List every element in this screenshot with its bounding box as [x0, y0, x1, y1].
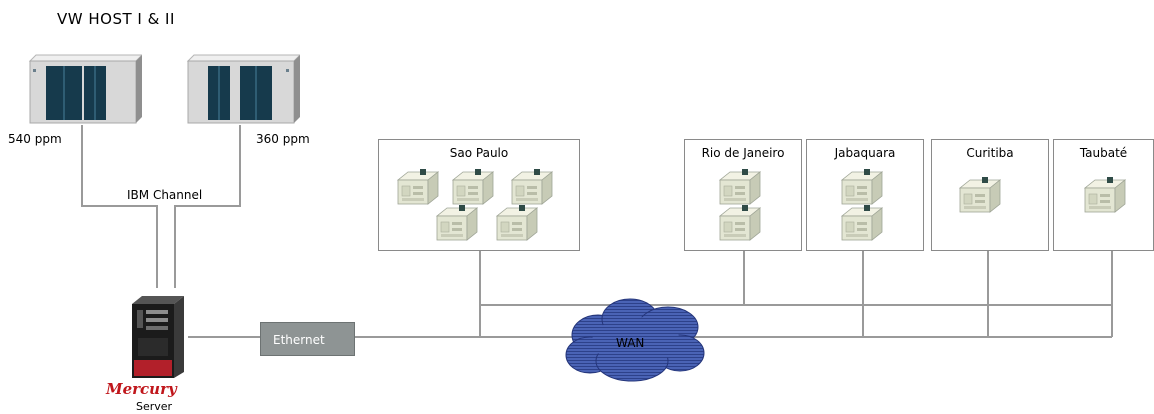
site-box-jabaquara: Jabaquara: [806, 139, 924, 251]
host2-cable: [174, 125, 241, 288]
wan-label: WAN: [616, 336, 645, 350]
site-box-taubate: Taubaté: [1053, 139, 1154, 251]
host-2-speed: 360 ppm: [256, 132, 310, 146]
site-label: Curitiba: [966, 146, 1014, 160]
site-label: Sao Paulo: [449, 146, 509, 160]
site-box-sao-paulo: Sao Paulo: [378, 139, 580, 251]
host1-cable: [81, 125, 158, 288]
server-icon: [132, 296, 184, 378]
site-label: Rio de Janeiro: [701, 146, 785, 160]
diagram-title: VW HOST I & II: [57, 10, 175, 28]
wan-cloud-icon: [565, 298, 705, 382]
site-box-curitiba: Curitiba: [931, 139, 1049, 251]
host-1-speed: 540 ppm: [8, 132, 62, 146]
mainframe-2-icon: [186, 54, 300, 124]
server-label: Server: [136, 400, 173, 413]
site-label: Jabaquara: [834, 146, 896, 160]
site-label: Taubaté: [1079, 146, 1128, 160]
mercury-logo: Mercury: [106, 380, 177, 398]
site-box-rio-de-janeiro: Rio de Janeiro: [684, 139, 802, 251]
ibm-channel-label: IBM Channel: [127, 188, 203, 202]
mainframe-1-icon: [28, 54, 142, 124]
ethernet-box: Ethernet: [260, 322, 355, 356]
ethernet-label: Ethernet: [273, 333, 325, 347]
